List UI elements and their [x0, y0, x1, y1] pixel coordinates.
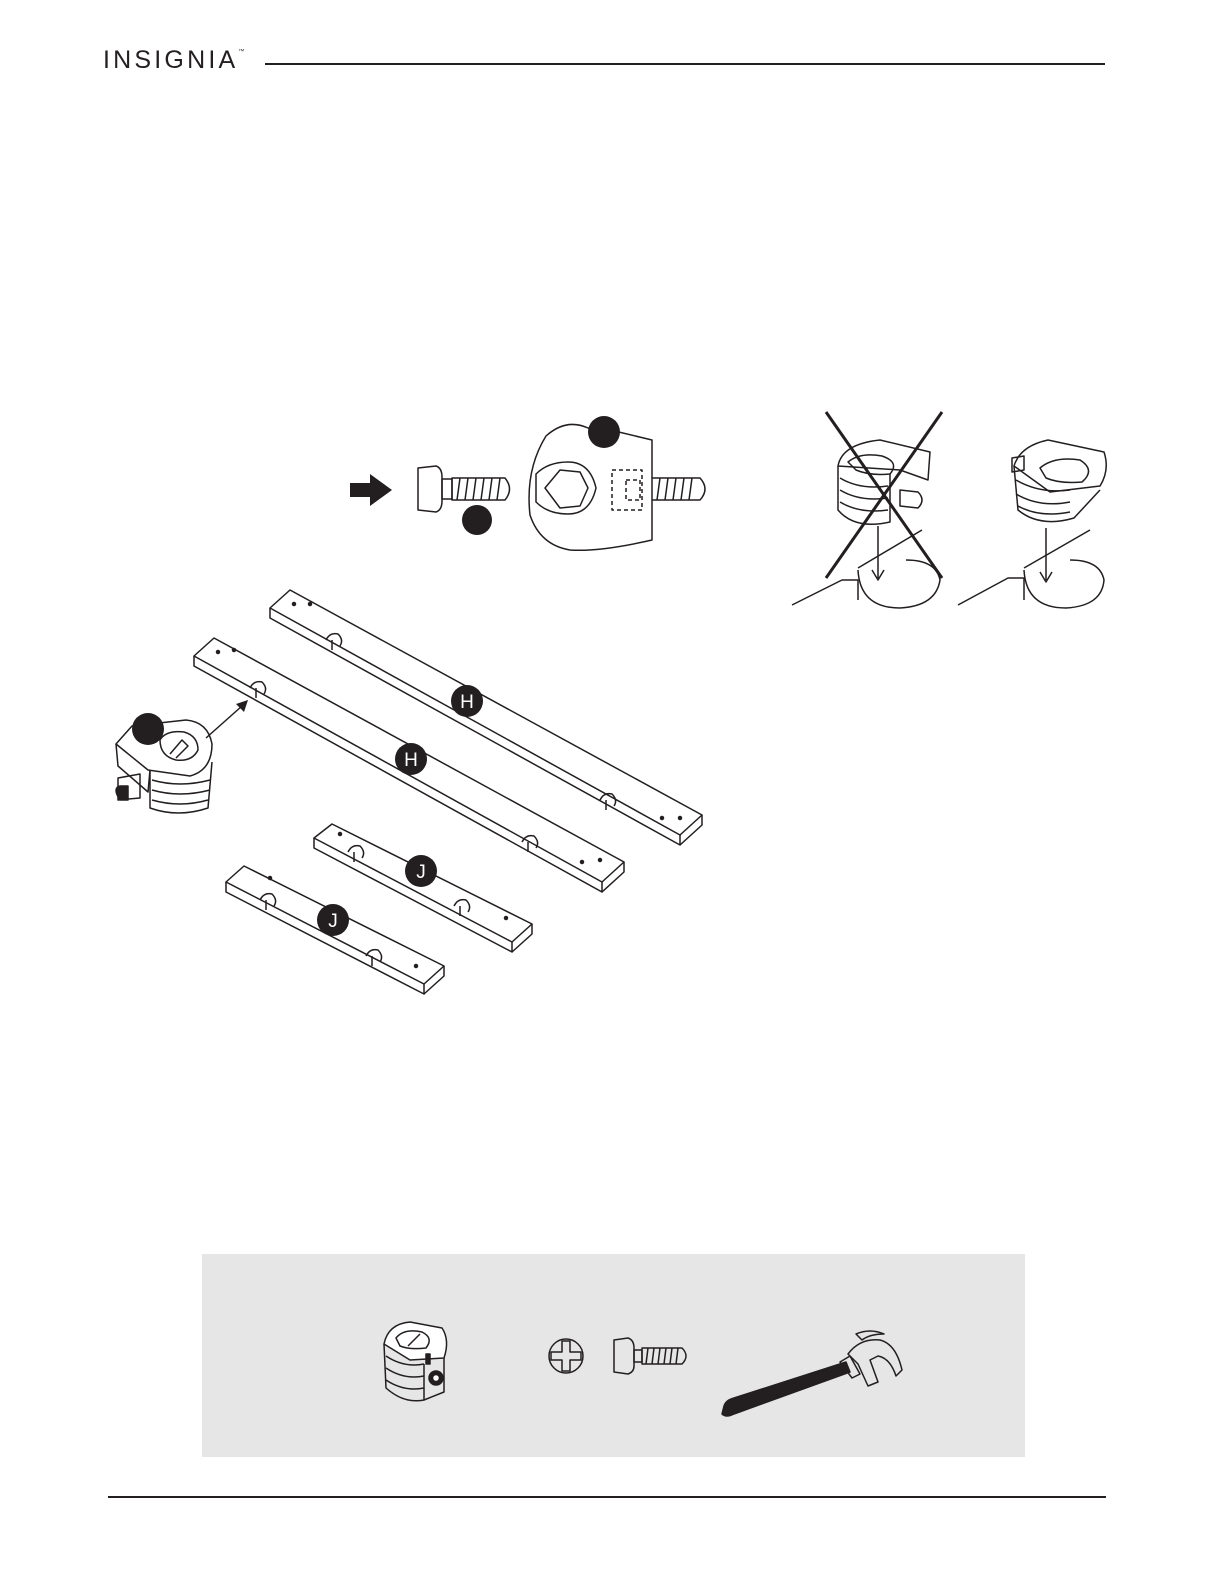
cam-bolt-icon — [418, 466, 510, 512]
panel-j-back — [314, 824, 532, 952]
panel-j-front-badge: J — [317, 904, 349, 936]
panel-label-h: H — [404, 750, 418, 771]
hammer-icon — [722, 1331, 902, 1416]
cam-lock-icon — [116, 720, 212, 813]
panel-h-back — [270, 590, 702, 845]
panel-j-back-badge: J — [405, 855, 437, 887]
cam-wrong-orientation — [792, 412, 942, 608]
callout-badge — [132, 713, 164, 745]
panel-label-j: J — [416, 862, 426, 883]
cam-correct-orientation — [958, 440, 1106, 608]
bolt-insert-detail — [350, 416, 705, 550]
panel-label-j: J — [328, 911, 338, 932]
tools-illustration — [202, 1254, 1025, 1457]
callout-badge — [462, 505, 492, 535]
phillips-screwdriver-icon — [549, 1339, 583, 1373]
cam-lock-icon — [384, 1322, 447, 1401]
cam-lock-insert — [116, 700, 248, 813]
panel-h-front-badge: H — [395, 743, 427, 775]
callout-badge — [588, 416, 620, 448]
tools-needed-panel — [202, 1254, 1025, 1457]
panels-assembly: H H J J — [194, 590, 702, 994]
cam-bolt-icon — [614, 1338, 686, 1374]
footer-rule — [108, 1496, 1106, 1498]
insert-arrow — [206, 706, 242, 738]
arrow-right-icon — [350, 474, 392, 506]
panel-label-h: H — [460, 692, 474, 713]
cam-orientation-detail — [792, 412, 1106, 608]
panel-edge-section — [529, 424, 705, 550]
panel-h-back-badge: H — [451, 685, 483, 717]
